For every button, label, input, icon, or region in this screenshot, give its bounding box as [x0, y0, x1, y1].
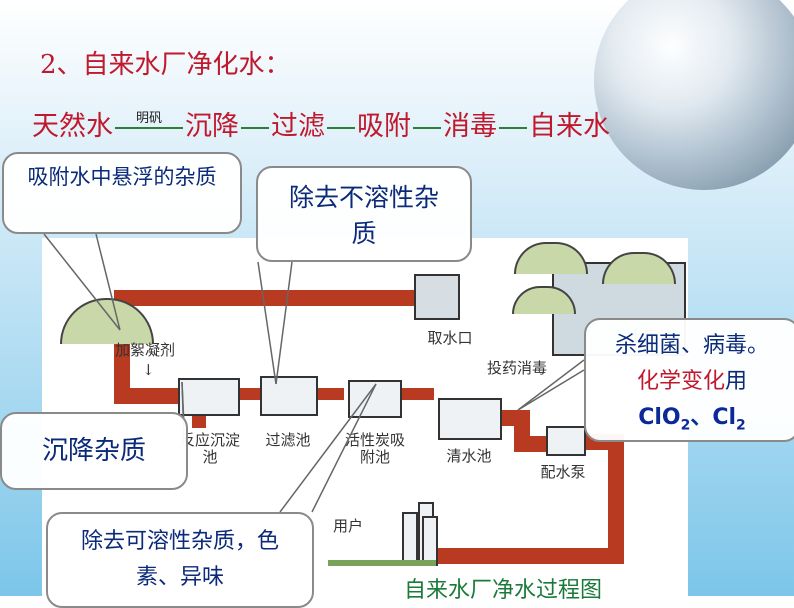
callout-insoluble: 除去不溶性杂质 — [256, 166, 472, 262]
building-icon — [402, 512, 418, 566]
process-arrow — [413, 126, 441, 129]
pipe-segment — [114, 388, 194, 404]
carbon-tank-label: 活性炭吸附池 — [344, 431, 405, 466]
step-disinfection: 消毒 — [443, 111, 497, 142]
diagram-caption: 自来水厂净水过程图 — [404, 578, 603, 603]
process-arrow — [499, 126, 527, 129]
pipe-segment — [514, 436, 546, 452]
intake-box — [414, 274, 460, 320]
clo2-text: ClO — [638, 405, 681, 430]
process-arrow — [241, 126, 269, 129]
reaction-tank — [178, 378, 240, 416]
pipe-segment — [608, 434, 624, 562]
callout-sediment: 沉降杂质 — [0, 412, 188, 490]
dosing-label: 投药消毒 — [486, 359, 547, 377]
callout-soluble: 除去可溶性杂质，色素、异味 — [46, 512, 314, 608]
pipe-segment — [114, 290, 414, 306]
process-arrow — [327, 126, 355, 129]
pump-box — [546, 426, 586, 456]
globe-decoration — [594, 0, 794, 190]
process-arrow: 明矾 — [115, 111, 183, 129]
page-title: 2、自来水厂净化水： — [40, 50, 291, 80]
use-text: 用 — [725, 369, 748, 394]
intake-label: 取水口 — [427, 329, 473, 347]
step-sedimentation: 沉降 — [185, 111, 239, 142]
callout-adsorb: 吸附水中悬浮的杂质 — [2, 152, 242, 234]
subscript: 2 — [680, 417, 691, 434]
pipe-segment — [394, 388, 434, 400]
clear-water-tank — [438, 398, 502, 440]
disinfectant-formulas: ClO2、Cl2 — [586, 400, 794, 443]
step-tap-water: 自来水 — [529, 111, 610, 142]
chemical-change-text: 化学变化 — [636, 369, 725, 394]
alum-label: 明矾 — [135, 110, 162, 126]
filter-tank-label: 过滤池 — [265, 431, 311, 449]
pipe-segment — [318, 388, 344, 400]
step-filtration: 过滤 — [271, 111, 325, 142]
ground-strip — [328, 560, 436, 566]
building-icon — [422, 516, 438, 566]
reaction-tank-label: 反应沉淀池 — [179, 431, 240, 466]
purification-process: 天然水 明矾 沉降 过滤 吸附 消毒 自来水 — [32, 104, 610, 143]
disinfect-line2: 化学变化用 — [586, 364, 794, 400]
step-adsorption: 吸附 — [357, 111, 411, 142]
user-label: 用户 — [332, 517, 363, 535]
tree-icon — [602, 252, 676, 284]
tree-icon — [514, 242, 588, 274]
pump-label: 配水泵 — [540, 463, 586, 481]
cl2-text: 、Cl — [690, 405, 737, 430]
disinfect-line1: 杀细菌、病毒。 — [614, 333, 769, 358]
clear-water-label: 清水池 — [446, 447, 492, 465]
subscript: 2 — [736, 417, 746, 434]
step-natural-water: 天然水 — [32, 111, 113, 142]
filter-tank — [260, 376, 318, 416]
carbon-tank — [348, 380, 402, 418]
callout-disinfect: 杀细菌、病毒。 化学变化用 ClO2、Cl2 — [584, 318, 794, 442]
coagulant-label: 加絮凝剂 — [114, 341, 175, 359]
down-arrow-icon: ↓ — [142, 361, 155, 379]
pipe-segment — [436, 548, 624, 564]
